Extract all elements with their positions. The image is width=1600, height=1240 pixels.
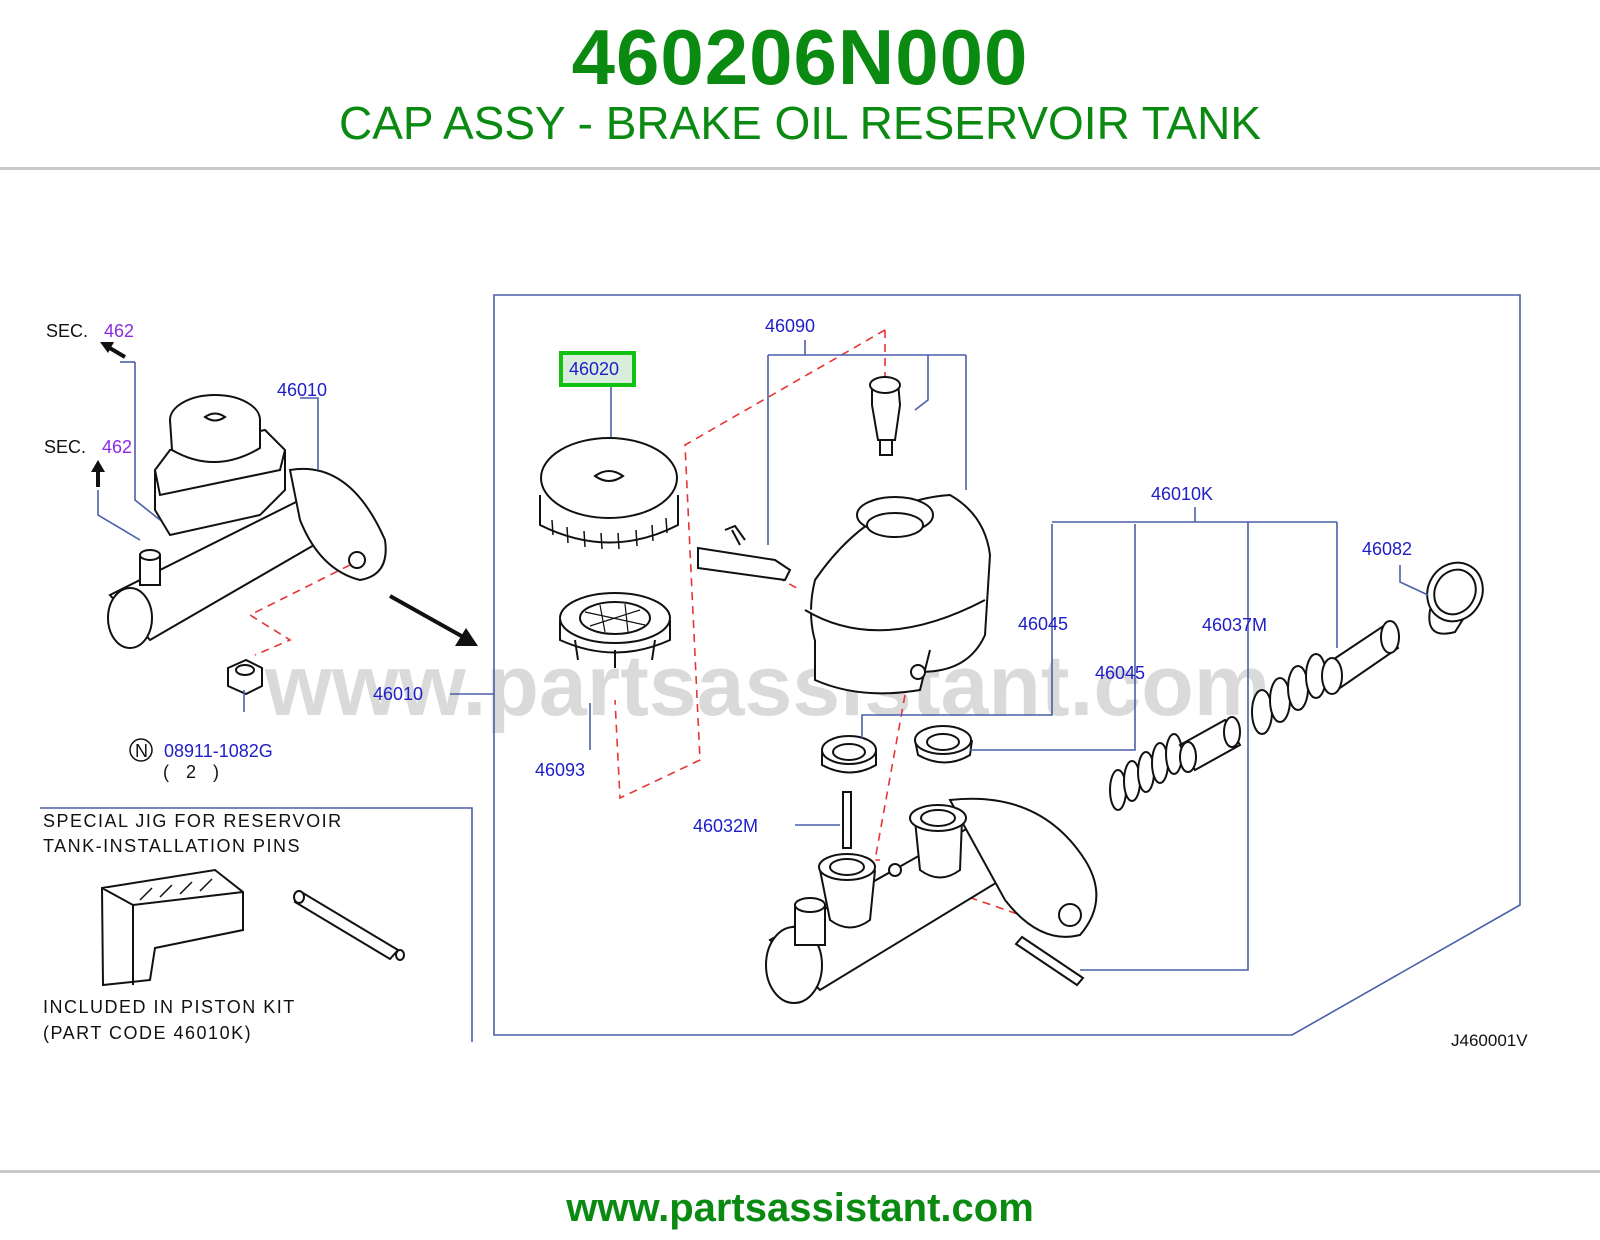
leader-sec-462-lower [97, 490, 141, 541]
reservoir-pin-drawing [842, 791, 852, 849]
sec-link-upper[interactable]: 462 [104, 321, 134, 341]
footer-website-link[interactable]: www.partsassistant.com [566, 1186, 1034, 1230]
primary-spring-drawing [1109, 733, 1183, 811]
leader-46082 [1399, 565, 1429, 596]
sec-label-upper: SEC. [46, 321, 88, 341]
reservoir-tank-drawing [804, 493, 992, 695]
n-marker-circle [129, 738, 153, 762]
n-marker-letter: N [135, 741, 148, 761]
jig-tool-drawing [100, 868, 244, 987]
grommet-bolt-drawing [869, 376, 902, 456]
callout-nut-part[interactable]: 08911-1082G [164, 741, 273, 761]
callout-46090[interactable]: 46090 [765, 316, 815, 336]
jig-note-line4: (PART CODE 46010K) [43, 1023, 252, 1043]
part-description: CAP ASSY - BRAKE OIL RESERVOIR TANK [338, 97, 1262, 149]
sec-link-lower[interactable]: 462 [102, 437, 132, 457]
exploded-view-frame [493, 294, 1521, 1036]
jig-note-line3: INCLUDED IN PISTON KIT [43, 997, 296, 1017]
callout-46032M[interactable]: 46032M [693, 816, 758, 836]
nut-quantity: ( 2 ) [163, 762, 225, 782]
seal-drawing-b [914, 725, 973, 764]
strainer-drawing [559, 592, 671, 668]
callout-46045-a[interactable]: 46045 [1018, 614, 1068, 634]
callout-46010K[interactable]: 46010K [1151, 484, 1213, 504]
part-number-title: 460206N000 [571, 13, 1029, 101]
leader-sec-462-upper [134, 362, 161, 521]
highlight-box-46020 [559, 351, 636, 387]
leader-46045-b [970, 524, 1136, 751]
callout-46010-left[interactable]: 46010 [277, 380, 327, 400]
figure-code: J460001V [1451, 1031, 1528, 1050]
left-master-cylinder-drawing [107, 394, 387, 696]
main-cylinder-body-drawing [765, 797, 1098, 1004]
callout-46010-main[interactable]: 46010 [373, 684, 423, 704]
jig-note-frame [40, 807, 473, 1042]
reservoir-pin-plate-drawing [697, 524, 792, 582]
sec-arrow-icons [91, 342, 127, 487]
callout-46037M[interactable]: 46037M [1202, 615, 1267, 635]
primary-piston-drawing [1178, 716, 1242, 773]
secondary-spring-drawing [1251, 653, 1327, 735]
installation-pin-drawing [1014, 935, 1085, 987]
callout-46082[interactable]: 46082 [1362, 539, 1412, 559]
footer-divider [0, 1170, 1600, 1173]
jig-pin-drawing [293, 890, 405, 961]
page-header: 460206N000 CAP ASSY - BRAKE OIL RESERVOI… [0, 0, 1600, 170]
sec-label-lower: SEC. [44, 437, 86, 457]
seal-drawing-a [821, 735, 877, 774]
piston-stopper-ring-drawing [1426, 561, 1484, 635]
watermark-text: www.partsassistant.com [264, 638, 1270, 734]
callout-46045-b[interactable]: 46045 [1095, 663, 1145, 683]
direction-arrow-icon [389, 594, 478, 646]
dashed-link-cap [614, 329, 886, 800]
callout-46020[interactable]: 46020 [569, 359, 619, 379]
secondary-piston-drawing [1321, 620, 1400, 695]
header-divider [0, 167, 1600, 170]
jig-note-line1: SPECIAL JIG FOR RESERVOIR [43, 811, 343, 831]
leader-46090 [767, 340, 967, 545]
reservoir-cap-drawing [539, 437, 679, 550]
leader-46010-left [300, 397, 319, 470]
leader-46010K [1052, 507, 1338, 971]
jig-note-line2: TANK-INSTALLATION PINS [43, 836, 301, 856]
leader-46045-a [861, 524, 1053, 738]
callout-46093[interactable]: 46093 [535, 760, 585, 780]
